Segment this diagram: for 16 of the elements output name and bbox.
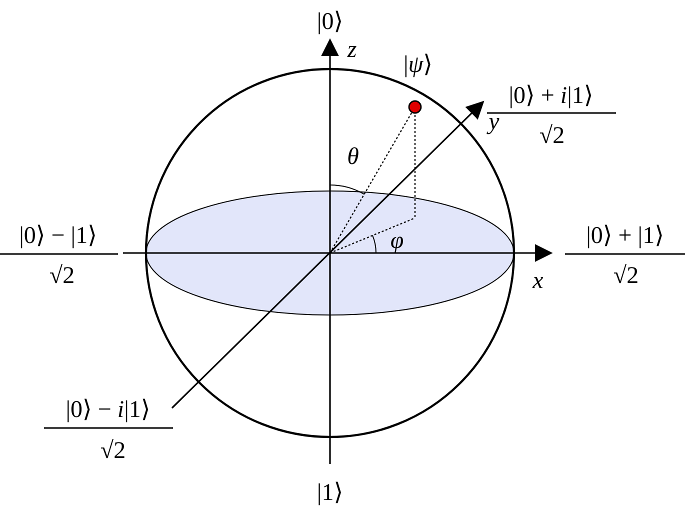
state-label: |0⟩ + |1⟩	[586, 224, 664, 248]
state-label: √2	[49, 264, 75, 288]
state-label: |0⟩ + i|1⟩	[508, 84, 594, 108]
angle-label: θ	[347, 145, 359, 169]
state-label: √2	[100, 439, 126, 463]
angle-label: φ	[390, 229, 404, 253]
state-label: |1⟩	[316, 481, 344, 505]
axis-label: x	[532, 269, 544, 293]
state-label: |0⟩	[316, 10, 344, 34]
state-label: √2	[539, 124, 565, 148]
state-label: |0⟩ − i|1⟩	[66, 398, 150, 422]
state-label: |0⟩ − |1⟩	[19, 224, 97, 248]
axis-label: z	[347, 38, 357, 62]
state-label: √2	[613, 264, 639, 288]
axis-label: y	[488, 110, 500, 134]
state-label: |ψ⟩	[403, 53, 433, 77]
